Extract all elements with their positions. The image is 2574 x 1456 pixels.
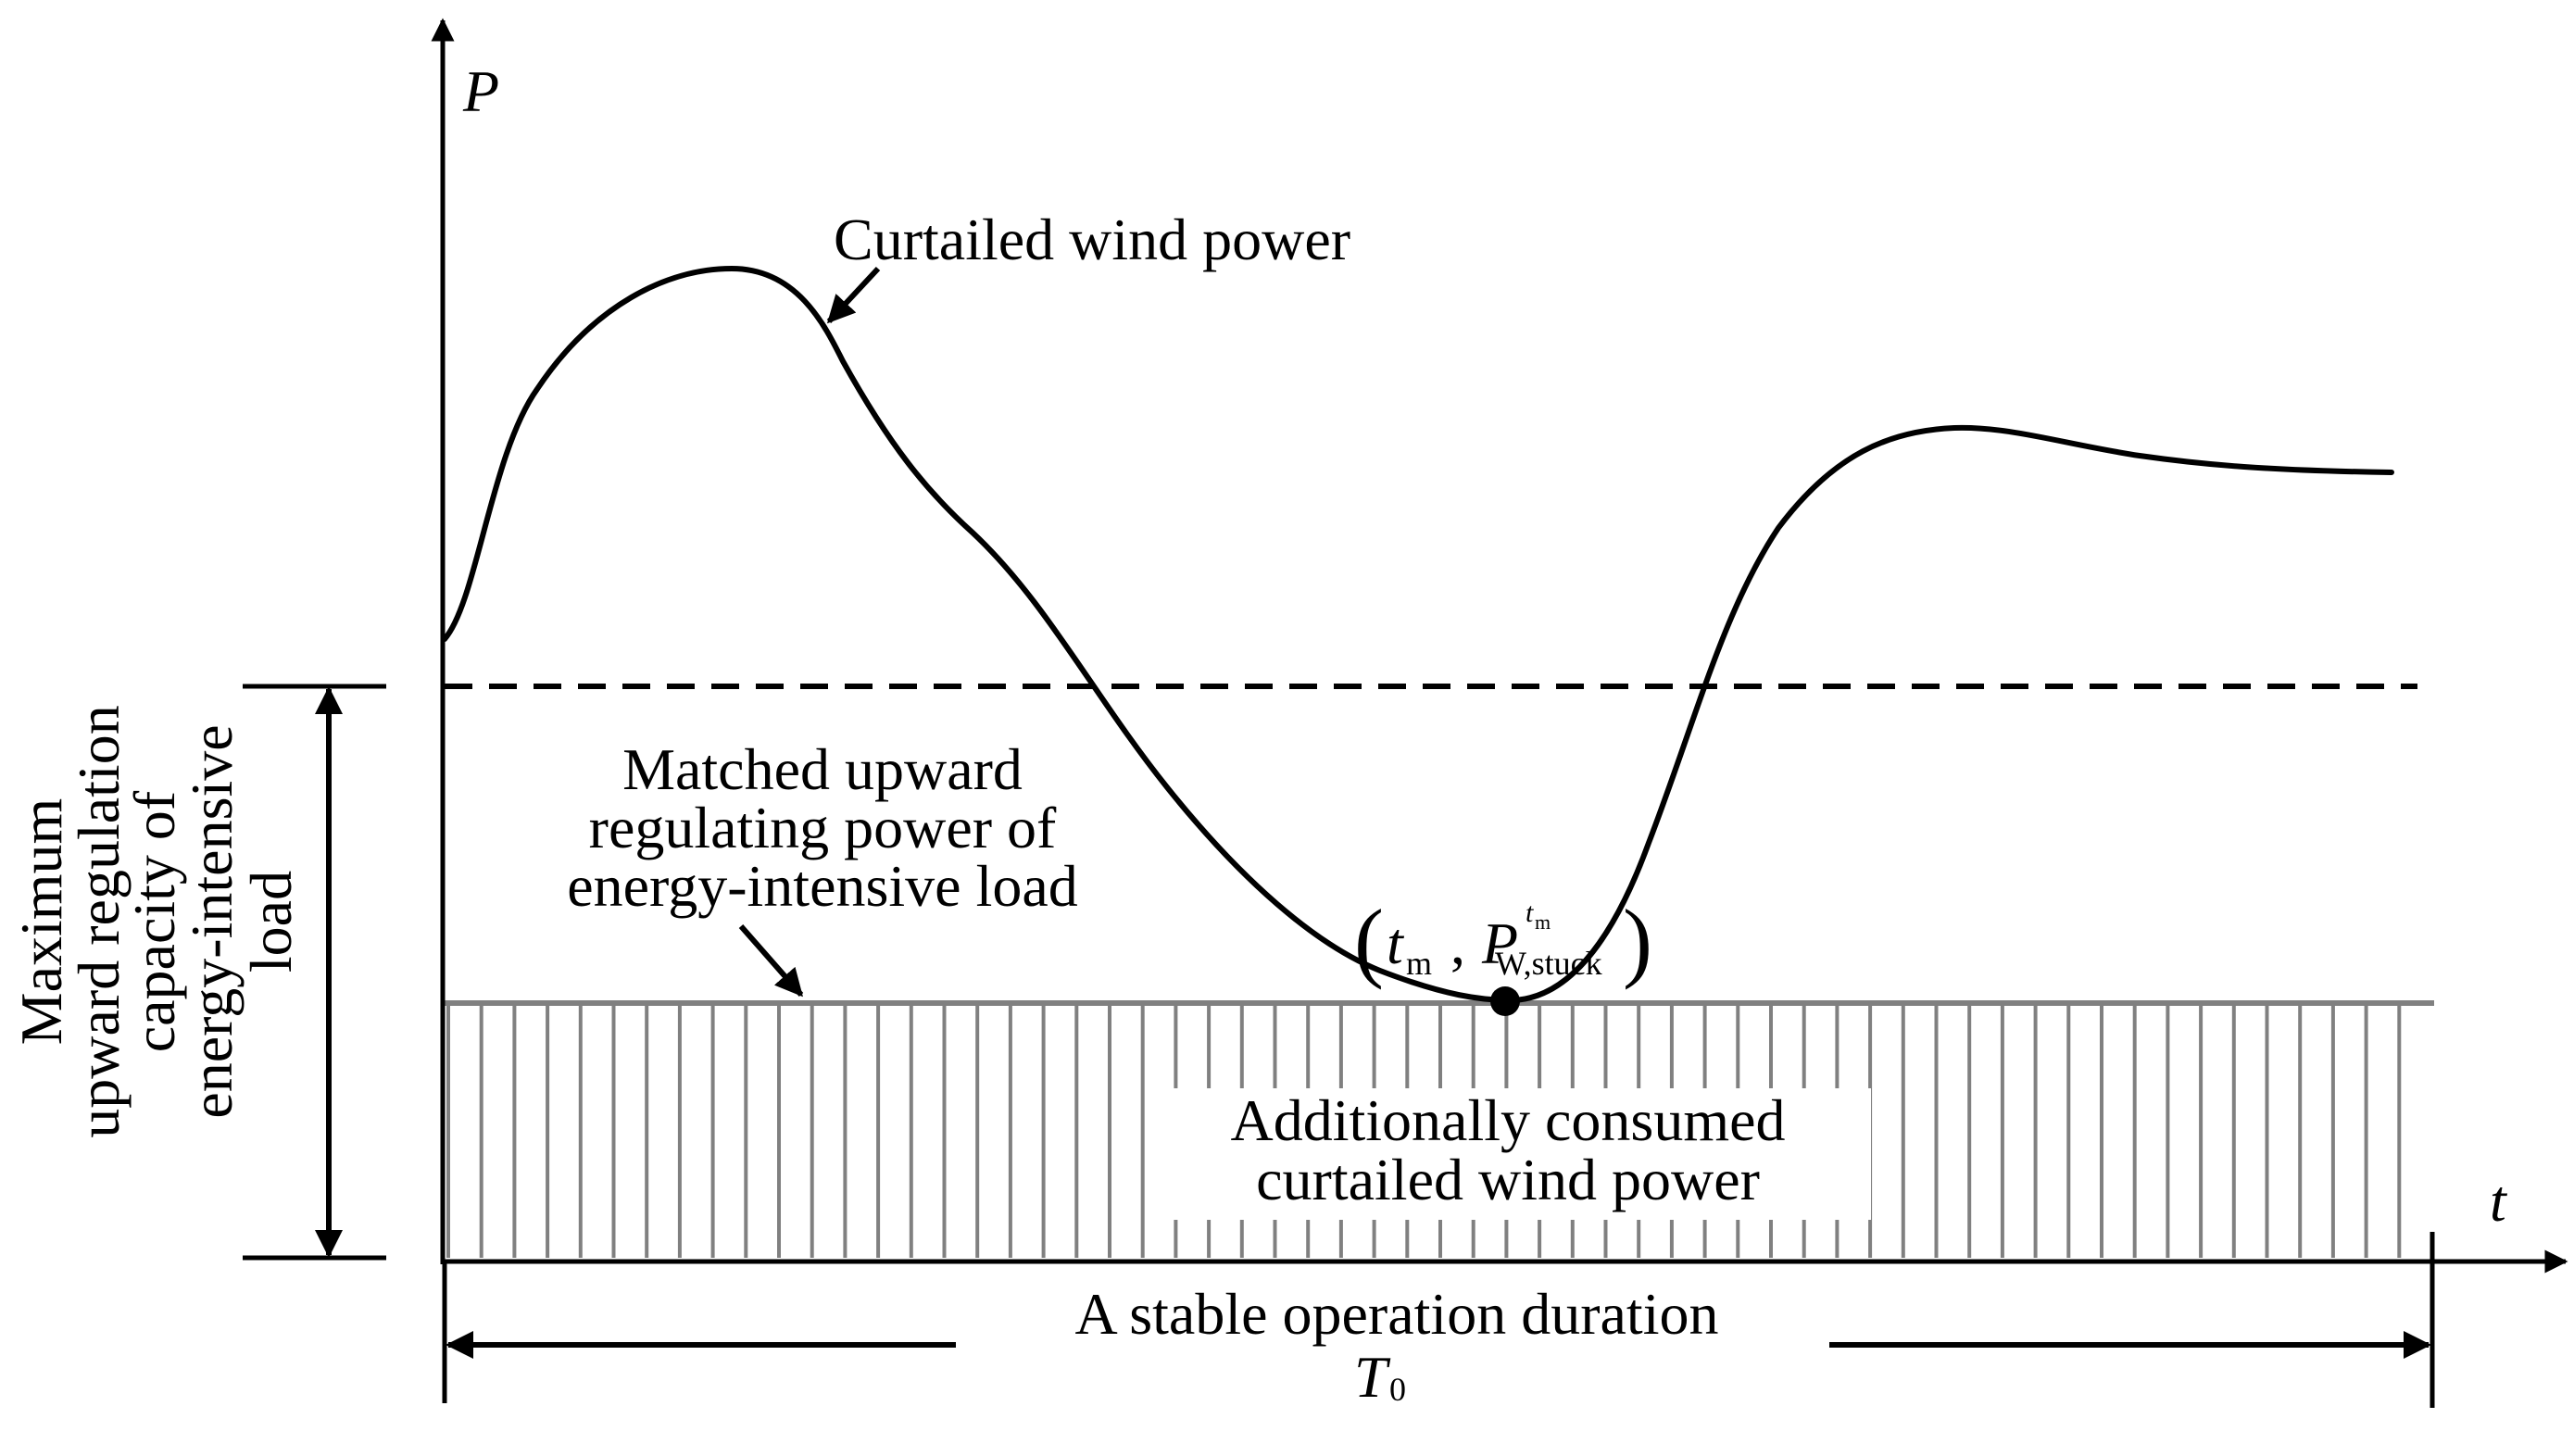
matched-label-line-3: energy-intensive load xyxy=(567,853,1078,919)
point-t-subscript: m xyxy=(1406,945,1432,982)
point-p-subscript: W,stuck xyxy=(1495,945,1602,982)
point-comma: , xyxy=(1450,910,1465,976)
curve-label-arrow xyxy=(826,266,881,324)
curve-label: Curtailed wind power xyxy=(834,207,1350,272)
duration-symbol-subscript: 0 xyxy=(1389,1371,1406,1408)
curtailed-wind-power-curve xyxy=(442,266,2394,1003)
max-capacity-label: Maximum upward regulation capacity of en… xyxy=(8,705,304,1137)
point-t: t xyxy=(1387,910,1405,976)
minimum-point-annotation: ( t m , P t m W,stuck ) xyxy=(1354,891,1652,990)
consumed-label-background xyxy=(1156,1088,1871,1220)
point-p-superscript-subscript: m xyxy=(1535,910,1551,934)
consumed-label-line-1: Additionally consumed xyxy=(1230,1087,1785,1153)
y-axis-label: P xyxy=(462,58,499,124)
matched-label-line-2: regulating power of xyxy=(589,795,1057,860)
duration-symbol: T xyxy=(1354,1344,1391,1410)
point-p: P xyxy=(1481,910,1518,976)
max-label-line-1: Maximum xyxy=(8,798,74,1046)
duration-label: A stable operation duration xyxy=(1075,1281,1719,1347)
max-label-line-3: capacity of xyxy=(121,790,187,1052)
matched-label-line-1: Matched upward xyxy=(622,736,1023,802)
minimum-point-marker xyxy=(1490,986,1520,1016)
point-open-paren: ( xyxy=(1354,891,1384,990)
x-axis-label: t xyxy=(2490,1168,2508,1234)
matched-label-arrow xyxy=(738,924,804,998)
point-close-paren: ) xyxy=(1623,891,1652,990)
consumed-label-line-2: curtailed wind power xyxy=(1256,1147,1760,1212)
max-label-line-4: energy-intensive xyxy=(179,724,245,1118)
max-label-line-2: upward regulation xyxy=(66,705,132,1137)
point-p-superscript: t xyxy=(1526,897,1534,928)
max-label-line-5: load xyxy=(238,871,304,973)
